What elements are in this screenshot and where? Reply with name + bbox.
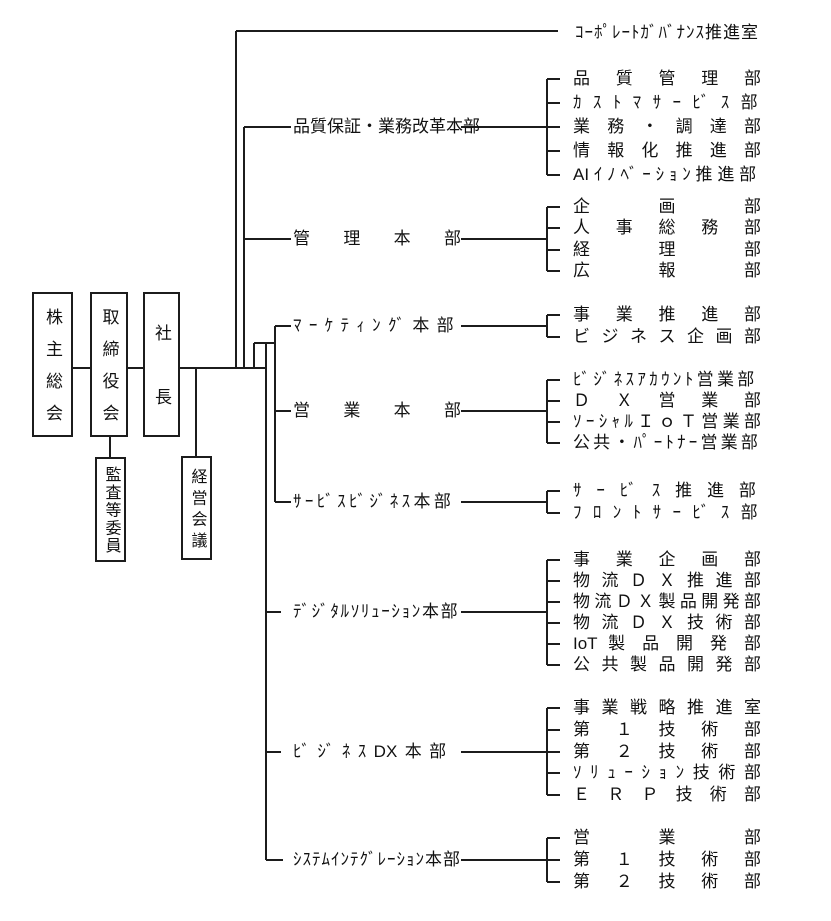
division-label-bizdx: ﾋﾞｼﾞﾈｽDX本部 <box>293 742 454 761</box>
department-item: ﾌ ﾛ ﾝ ﾄ ｻ ｰ ﾋﾞ ｽ 部 <box>573 503 761 522</box>
department-item: 物流ＤＸ製品開発部 <box>573 592 761 611</box>
department-item: 経 理 部 <box>573 240 761 259</box>
org-box-audit-committee: 監査等委員 <box>95 457 126 562</box>
governance-connectors <box>73 367 267 457</box>
org-box-board-of-directors: 取締役会 <box>90 292 128 437</box>
org-box-label: 社長 <box>152 324 171 405</box>
division-label-sales: 営 業 本 部 <box>293 401 461 420</box>
department-item: 物 流 Ｄ Ｘ 推 進 部 <box>573 571 761 590</box>
division-label-si: ｼｽﾃﾑｲﾝﾃｸﾞﾚｰｼｮﾝ本部 <box>293 850 461 869</box>
division-label-marketing: ﾏｰｹﾃｨﾝｸﾞ本部 <box>293 316 461 335</box>
department-item: AIｲﾉﾍﾞｰｼｮﾝ推進部 <box>573 165 761 184</box>
department-item: 企 画 部 <box>573 197 761 216</box>
org-box-label: 取締役会 <box>99 308 119 421</box>
department-item: 事 業 推 進 部 <box>573 305 761 324</box>
bracket-bizdx <box>546 707 560 796</box>
division-label-admin: 管 理 本 部 <box>293 229 461 248</box>
department-item: IoT 製 品 開 発 部 <box>573 634 761 653</box>
trunk-lines <box>235 30 558 860</box>
org-box-shareholders-meeting: 株主総会 <box>32 292 73 437</box>
department-item: 第 ２ 技 術 部 <box>573 872 761 891</box>
org-box-label: 経営会議 <box>188 468 206 548</box>
department-item: 営 業 部 <box>573 828 761 847</box>
org-box-label: 株主総会 <box>43 308 62 421</box>
department-item: 物 流 Ｄ Ｘ 技 術 部 <box>573 613 761 632</box>
department-item: 公 共 製 品 開 発 部 <box>573 655 761 674</box>
department-item: 品 質 管 理 部 <box>573 69 761 88</box>
bracket-si <box>546 837 560 883</box>
division-entry-lines <box>244 126 547 861</box>
department-item: Ｅ Ｒ Ｐ 技 術 部 <box>573 785 761 804</box>
department-item: 事 業 企 画 部 <box>573 550 761 569</box>
division-label-quality: 品質保証・業務改革本部 <box>293 117 480 136</box>
department-item: ﾋﾞｼﾞﾈｽｱｶｳﾝﾄ営業部 <box>573 370 758 389</box>
department-item: 第 ２ 技 術 部 <box>573 742 761 761</box>
org-box-management-council: 経営会議 <box>181 456 212 560</box>
division-label-digital: ﾃﾞｼﾞﾀﾙｿﾘｭｰｼｮﾝ本部 <box>293 602 460 621</box>
department-item: 人 事 総 務 部 <box>573 218 761 237</box>
department-item: Ｄ Ｘ 営 業 部 <box>573 391 761 410</box>
department-item: 第 １ 技 術 部 <box>573 850 761 869</box>
division-label-servicebiz: ｻｰﾋﾞｽﾋﾞｼﾞﾈｽ本部 <box>293 492 455 511</box>
bracket-servicebiz <box>546 490 560 514</box>
department-item: ｿｰｼｬﾙＩｏＴ営業部 <box>573 412 761 431</box>
bracket-admin <box>546 206 560 272</box>
department-item: 情 報 化 推 進 部 <box>573 141 761 160</box>
org-box-president: 社長 <box>143 292 180 437</box>
bracket-marketing <box>546 314 560 338</box>
office-corporate-governance: ｺｰﾎﾟﾚｰﾄｶﾞﾊﾞﾅﾝｽ推進室 <box>575 23 759 42</box>
department-item: ビ ジ ネ ス 企 画 部 <box>573 327 761 346</box>
department-item: 公共・ﾊﾟｰﾄﾅｰ営業部 <box>573 433 761 452</box>
department-item: ｻ ｰ ﾋﾞ ｽ 推 進 部 <box>573 481 761 500</box>
department-item: 業 務 ・ 調 達 部 <box>573 117 761 136</box>
bracket-quality <box>546 78 560 176</box>
department-item: 広 報 部 <box>573 261 761 280</box>
department-item: 事 業 戦 略 推 進 室 <box>573 698 761 717</box>
bracket-digital <box>546 559 560 666</box>
department-item: 第 １ 技 術 部 <box>573 720 761 739</box>
bracket-sales <box>546 379 560 444</box>
department-item: ｶ ｽ ﾄ ﾏ ｻ ｰ ﾋﾞ ｽ 部 <box>573 93 761 112</box>
org-box-label: 監査等委員 <box>102 466 120 553</box>
department-item: ｿﾘｭｰｼｮﾝ技術部 <box>573 763 761 782</box>
